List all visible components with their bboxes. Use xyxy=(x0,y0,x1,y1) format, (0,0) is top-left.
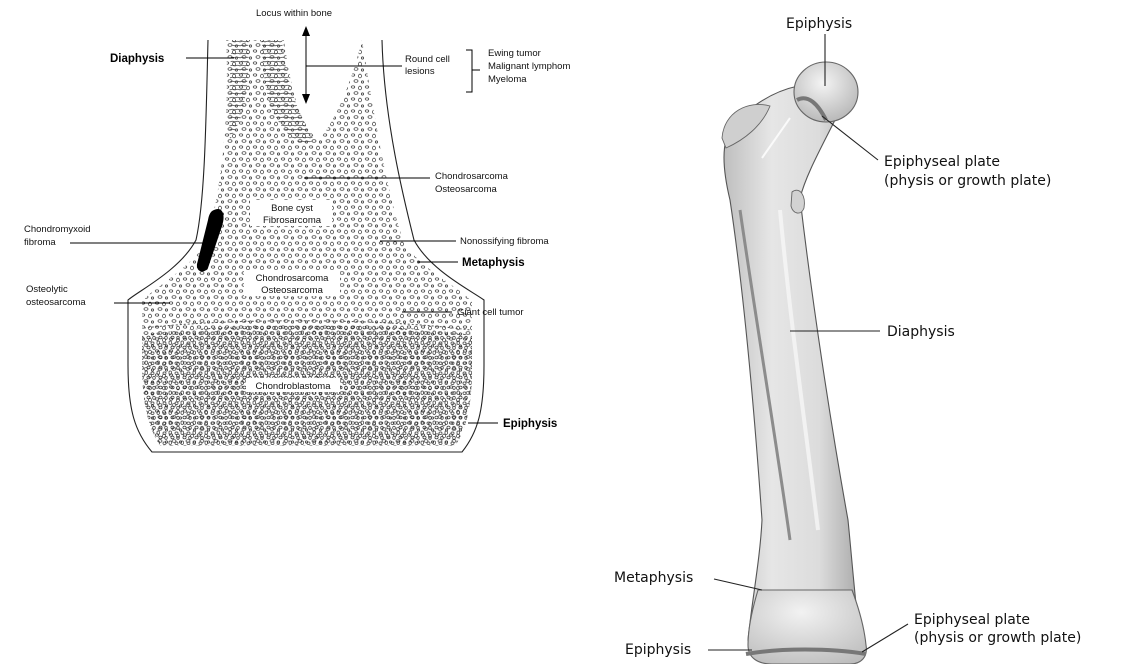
bone-locus-diagram: Locus within bone Diaphysis Round cell l… xyxy=(24,8,570,452)
right-plate-bottom-label-1: Epiphyseal plate xyxy=(914,612,1030,628)
femoral-head xyxy=(794,62,858,122)
left-metaphysis-label: Metaphysis xyxy=(462,257,525,269)
nonossifying-label: Nonossifying fibroma xyxy=(460,236,549,247)
right-metaphysis-label: Metaphysis xyxy=(614,570,693,586)
osteolytic-label-2: osteosarcoma xyxy=(26,297,86,308)
locus-title: Locus within bone xyxy=(256,8,332,19)
fibrosarcoma-label: Fibrosarcoma xyxy=(263,215,322,226)
osteolytic-label-1: Osteolytic xyxy=(26,284,68,295)
chondroblastoma-label: Chondroblastoma xyxy=(256,381,332,392)
right-plate-top-leader xyxy=(822,116,878,160)
right-plate-bottom-label-2: (physis or growth plate) xyxy=(914,630,1081,646)
giant-cell-label: Giant cell tumor xyxy=(457,307,524,318)
round-cell-label-1: Round cell xyxy=(405,54,450,65)
right-epiphysis-top-label: Epiphysis xyxy=(786,16,852,32)
lesser-trochanter xyxy=(791,190,804,213)
lymphoma-label: Malignant lymphom xyxy=(488,61,570,72)
right-epiphysis-bottom-label: Epiphysis xyxy=(625,642,691,658)
right-plate-top-label-2: (physis or growth plate) xyxy=(884,173,1051,189)
chondro-mid-label-2: Osteosarcoma xyxy=(261,285,323,296)
bone-cyst-label: Bone cyst xyxy=(271,203,313,214)
left-epiphysis-label: Epiphysis xyxy=(503,418,557,430)
right-plate-bottom-leader xyxy=(862,624,908,652)
chondro-upper-label-1: Chondrosarcoma xyxy=(435,171,509,182)
chondromyxoid-label-1: Chondromyxoid xyxy=(24,224,91,235)
femur-shaft xyxy=(724,86,860,640)
femur-diagram: Epiphysis Epiphyseal plate (physis or gr… xyxy=(614,16,1081,664)
round-cell-label-2: lesions xyxy=(405,66,435,77)
chondromyxoid-label-2: fibroma xyxy=(24,237,56,248)
round-cell-bracket xyxy=(466,50,480,92)
right-diaphysis-label: Diaphysis xyxy=(887,324,955,340)
chondro-upper-label-2: Osteosarcoma xyxy=(435,184,497,195)
left-diaphysis-label: Diaphysis xyxy=(110,53,164,65)
ewing-label: Ewing tumor xyxy=(488,48,541,59)
chondro-mid-label-1: Chondrosarcoma xyxy=(256,273,330,284)
locus-arrowhead-up xyxy=(302,26,310,36)
myeloma-label: Myeloma xyxy=(488,74,527,85)
right-plate-top-label-1: Epiphyseal plate xyxy=(884,154,1000,170)
